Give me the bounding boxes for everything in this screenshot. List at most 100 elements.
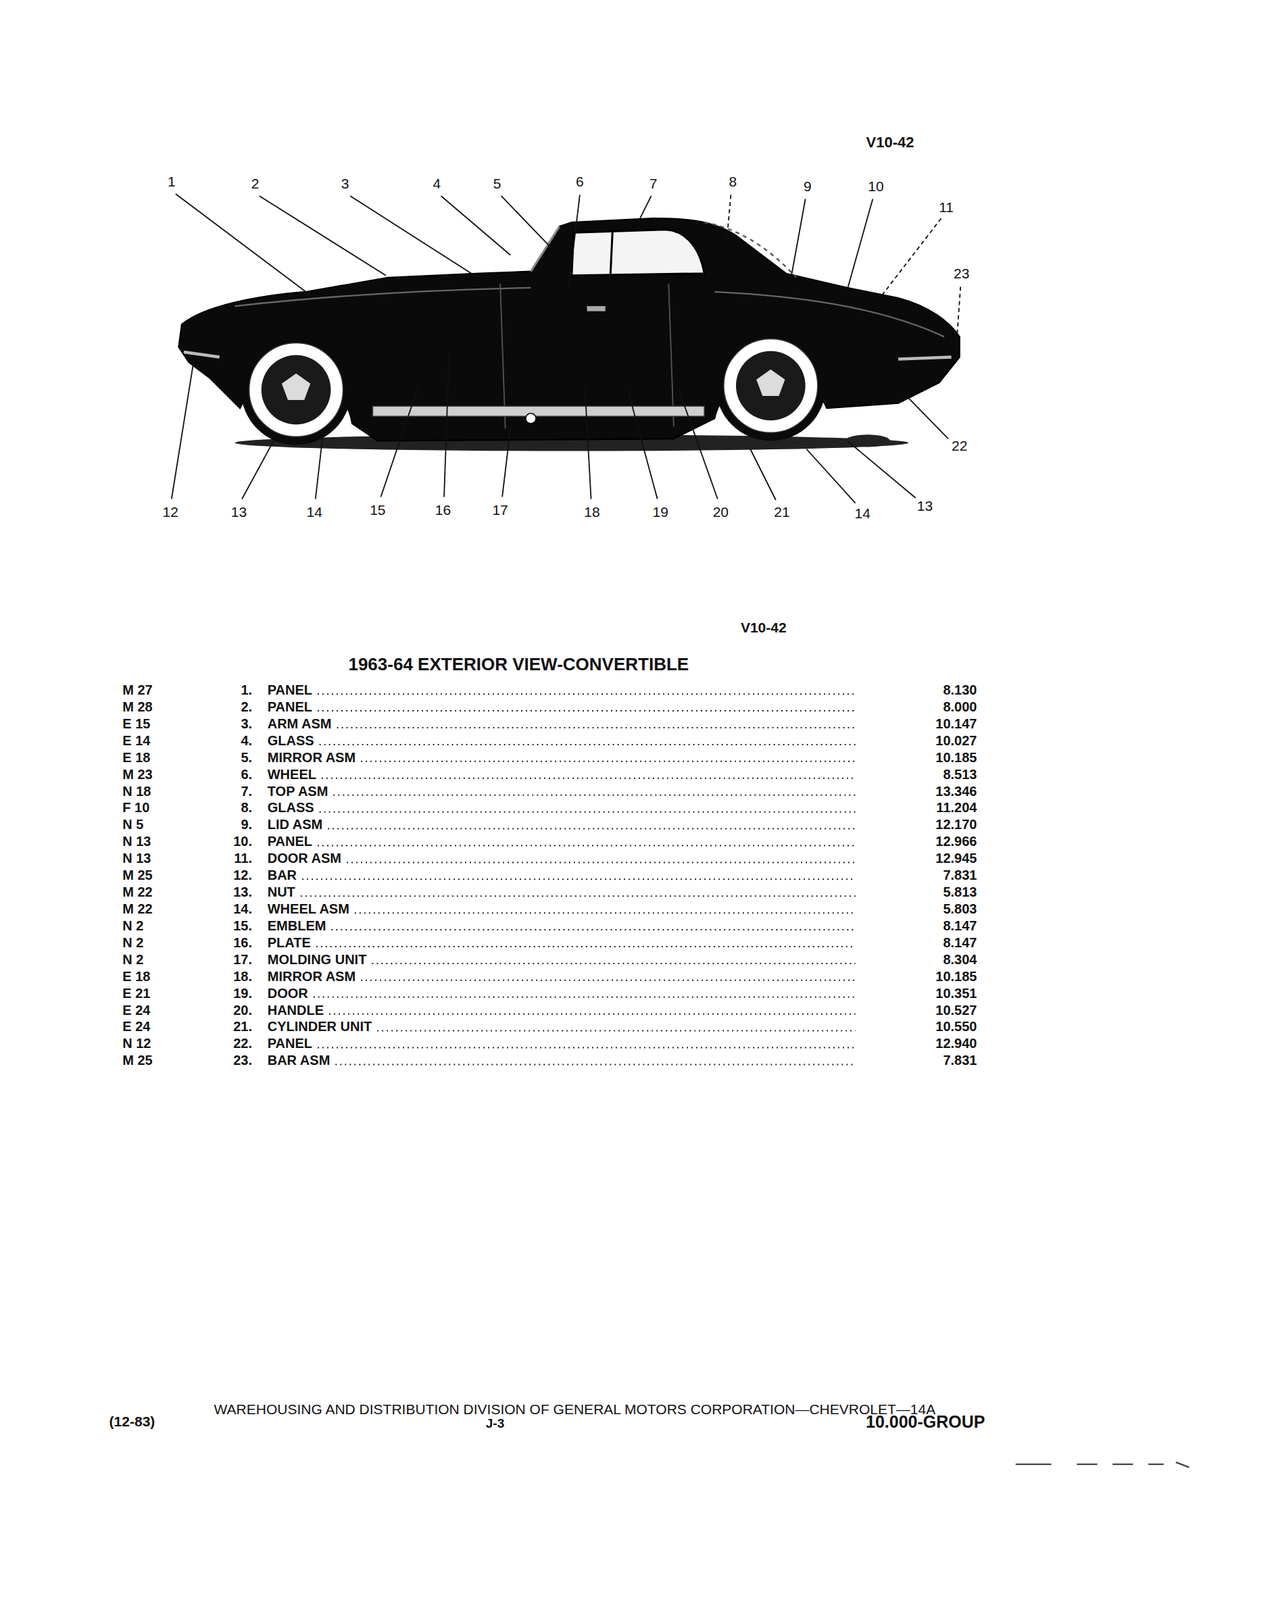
dot-leader [335,1063,855,1066]
item-number: 7. [240,783,253,799]
callout-number: 6 [575,173,584,190]
item-number: 23. [233,1052,253,1068]
figure-code: V10-42 [866,134,915,151]
part-name: NUT [267,884,296,900]
item-number: 22. [233,1036,253,1051]
group-number: 12.966 [935,833,977,849]
callout-number: 13 [231,504,247,521]
body-line [234,287,531,307]
part-name: GLASS [267,800,315,816]
section-code: M 23 [122,767,153,782]
body-line [714,291,945,337]
dot-leader [327,828,856,830]
group-number: 8.147 [942,918,977,934]
figure-code: V10-42 [740,619,787,636]
part-name: MIRROR ASM [267,750,356,766]
group-heading: 10.000-GROUP [865,1413,985,1433]
callout-number: 20 [713,504,729,521]
section-code: M 25 [122,1052,153,1068]
group-number: 10.027 [935,733,977,749]
leader-line [259,195,386,276]
dot-leader [371,963,855,965]
part-name: PANEL [267,833,313,849]
dot-leader [317,844,856,847]
callout-number: 18 [583,504,600,521]
section-code: E 24 [122,1019,151,1035]
leader-line [441,195,511,256]
dot-leader [319,811,856,814]
item-number: 1. [240,682,253,698]
leader-line [171,359,194,500]
side-window [571,229,705,276]
section-code: E 24 [122,1002,151,1018]
part-name: WHEEL ASM [267,901,350,917]
dot-leader [354,912,856,914]
callout-number: 8 [729,173,738,190]
group-number: 8.000 [942,699,977,715]
dot-leader [319,744,856,746]
group-number: 12.940 [935,1036,977,1051]
leader-line [568,194,580,288]
item-number: 2. [240,699,253,715]
group-number: 8.304 [942,952,977,968]
section-code: E 14 [122,733,151,749]
page-number: J-3 [485,1417,505,1432]
callout-number: 21 [773,504,790,521]
part-name: DOOR ASM [267,850,342,866]
section-code: F 10 [122,800,150,816]
top-outline [704,222,797,278]
part-name: DOOR [267,986,309,1001]
callout-number: 10 [867,179,884,195]
item-number: 3. [240,716,253,732]
item-number: 8. [240,800,253,816]
part-name: BAR [267,867,297,883]
windshield [530,226,559,272]
callout-number: 14 [306,504,323,521]
section-code: N 18 [122,783,151,799]
part-name: PANEL [267,682,313,698]
car-body [178,218,960,441]
dot-leader [302,878,856,880]
dot-leader [317,1047,856,1049]
part-name: WHEEL [267,767,317,782]
leader-line [175,193,312,297]
group-number: 8.130 [942,682,977,698]
part-name: MIRROR ASM [267,969,356,985]
section-code: N 13 [122,850,151,866]
item-number: 12. [233,867,253,883]
section-code: N 5 [122,817,144,832]
item-number: 4. [240,733,253,749]
item-number: 16. [233,935,253,951]
leader-line [444,352,450,497]
callout-number: 13 [917,498,933,515]
dot-leader [313,996,856,999]
section-code: M 28 [122,699,153,715]
leader-line [315,436,324,499]
leader-line [350,195,478,278]
group-number: 10.527 [935,1002,977,1018]
group-number: 8.147 [942,935,977,951]
front-bumper [183,352,220,358]
section-code: E 18 [122,750,151,766]
leader-line [791,198,806,278]
leader-lines [171,193,961,504]
leader-line [380,385,419,498]
item-number: 21. [233,1019,253,1035]
group-number: 8.513 [942,767,977,782]
group-number: 10.185 [935,969,977,985]
group-number: 11.204 [936,800,977,816]
part-name: PLATE [267,935,311,951]
dot-leader [360,761,856,763]
leader-line [847,440,916,499]
group-number: 10.147 [935,716,977,732]
leader-line [750,448,776,501]
dot-leader [360,979,856,982]
window-frame [610,231,613,276]
group-number: 12.945 [935,850,977,866]
dot-leader [300,895,856,897]
callout-number: 2 [251,175,260,192]
callout-number: 4 [433,175,442,192]
footer-text: WAREHOUSING AND DISTRIBUTION DIVISION OF… [214,1401,937,1418]
